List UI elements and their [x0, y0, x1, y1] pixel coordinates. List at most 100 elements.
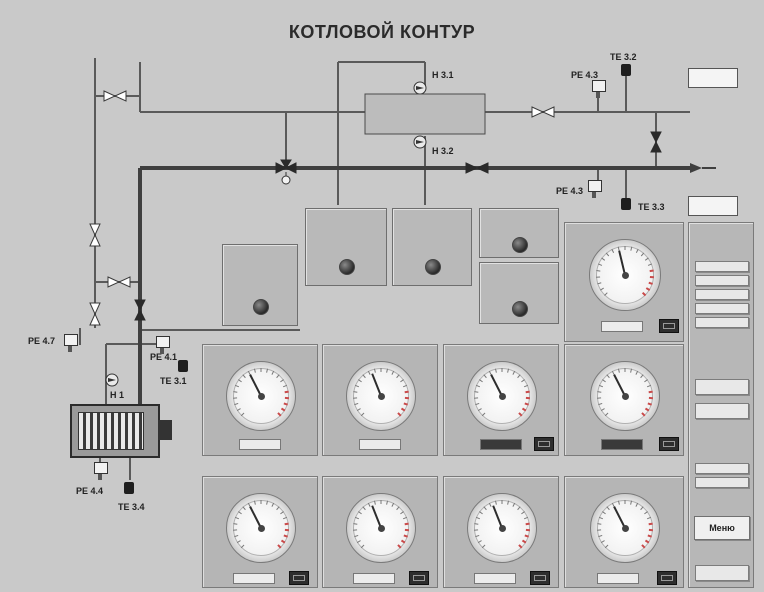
tag-pump-bottom: Н 3.2 [432, 146, 454, 156]
gauge-dial [590, 493, 660, 563]
gauge-dial [467, 361, 537, 431]
valve-closed-icon [134, 299, 146, 312]
gauge-dial [346, 493, 416, 563]
tag-pe-top: РЕ 4.3 [571, 70, 599, 80]
gauge-dial [226, 493, 296, 563]
burner-icon [158, 420, 172, 440]
valve-icon [107, 276, 121, 288]
gauge-value [359, 439, 401, 450]
settings-button[interactable] [695, 565, 749, 581]
status-lamp [512, 237, 528, 253]
gauge-value [480, 439, 522, 450]
gauge-settings-button[interactable] [657, 571, 677, 585]
tag-te-right: ТЕ 3.3 [638, 202, 665, 212]
status-box-fault[interactable] [479, 262, 559, 324]
gauge-value [474, 573, 516, 584]
tag-pe-left: РЕ 4.7 [28, 336, 56, 346]
gauge-dial [590, 361, 660, 431]
status-box-valve[interactable] [479, 208, 559, 258]
gauge-panel [564, 344, 684, 456]
gauge-panel [443, 476, 559, 588]
gauge-settings-button[interactable] [409, 571, 429, 585]
gauge-tick [525, 528, 530, 532]
gauge-panel [564, 222, 684, 342]
gauge-dial [346, 361, 416, 431]
gauge-settings-button[interactable] [289, 571, 309, 585]
sidebar-item[interactable] [695, 261, 749, 272]
info-box-top [688, 68, 738, 88]
gauge-tick [648, 528, 653, 532]
temperature-sensor-icon [621, 198, 631, 210]
menu-button[interactable]: Меню [694, 516, 750, 540]
gauge-panel [202, 476, 318, 588]
gauge-settings-button[interactable] [659, 437, 679, 451]
pressure-sensor-icon [588, 180, 602, 198]
sidebar: Меню [688, 222, 754, 588]
tag-pump-boiler: Н 1 [110, 390, 125, 400]
gauge-value [239, 439, 281, 450]
gauge-tick [525, 396, 530, 400]
tag-te-top: ТЕ 3.2 [610, 52, 637, 62]
gauge-value [233, 573, 275, 584]
gauge-panel [202, 344, 318, 456]
pressure-sensor-icon [94, 462, 108, 480]
tag-te-bottom: ТЕ 3.4 [118, 502, 145, 512]
gauge-tick [284, 396, 289, 400]
status-box-pump-1[interactable] [305, 208, 387, 286]
boiler[interactable] [70, 404, 172, 458]
gauge-tick [380, 500, 382, 504]
gauge-tick [624, 246, 626, 250]
gauge-tick [501, 500, 503, 504]
pressure-sensor-icon [592, 80, 606, 98]
valve-closed-icon [465, 162, 479, 174]
valve-icon [103, 90, 117, 102]
temperature-sensor-icon [124, 482, 134, 494]
three-way-valve-icon [275, 162, 288, 174]
sidebar-setting-button[interactable] [695, 477, 749, 488]
valve-icon [89, 223, 101, 237]
gauge-value [353, 573, 395, 584]
gauge-dial [467, 493, 537, 563]
pressure-sensor-icon [156, 336, 170, 354]
tag-pe-mid: РЕ 4.1 [150, 352, 178, 362]
page-title: КОТЛОВОЙ КОНТУР [288, 22, 476, 42]
sidebar-item[interactable] [695, 275, 749, 286]
gauge-settings-button[interactable] [534, 437, 554, 451]
gauge-tick [624, 368, 626, 372]
gauge-value [597, 573, 639, 584]
gauge-tick [648, 396, 653, 400]
temperature-sensor-icon [178, 360, 188, 372]
sidebar-setting-button[interactable] [695, 463, 749, 474]
gauge-tick [624, 500, 626, 504]
pressure-sensor-icon [64, 334, 78, 352]
valve-icon [531, 106, 545, 118]
sidebar-action-button[interactable] [695, 403, 749, 419]
info-box-bottom [688, 196, 738, 216]
gauge-value [601, 321, 643, 332]
status-box-pump-2[interactable] [392, 208, 472, 286]
boiler-coil [78, 412, 144, 450]
gauge-settings-button[interactable] [530, 571, 550, 585]
tag-pe-right: РЕ 4.3 [556, 186, 584, 196]
gauge-dial [226, 361, 296, 431]
valve-icon [89, 302, 101, 316]
gauge-panel [564, 476, 684, 588]
sidebar-item[interactable] [695, 303, 749, 314]
sidebar-item[interactable] [695, 289, 749, 300]
temperature-sensor-icon [621, 64, 631, 76]
status-box-mixing-pump[interactable] [222, 244, 298, 326]
valve-closed-icon [650, 131, 662, 144]
pumps-box [364, 93, 486, 135]
gauge-settings-button[interactable] [659, 319, 679, 333]
gauge-dial [589, 239, 661, 311]
sidebar-item[interactable] [695, 317, 749, 328]
gauge-value [601, 439, 643, 450]
sidebar-action-button[interactable] [695, 379, 749, 395]
gauge-tick [380, 368, 382, 372]
gauge-panel [322, 476, 438, 588]
gauge-tick [404, 396, 409, 400]
supply-arrow-icon [690, 163, 702, 173]
status-lamp [253, 299, 269, 315]
gauge-panel [322, 344, 438, 456]
